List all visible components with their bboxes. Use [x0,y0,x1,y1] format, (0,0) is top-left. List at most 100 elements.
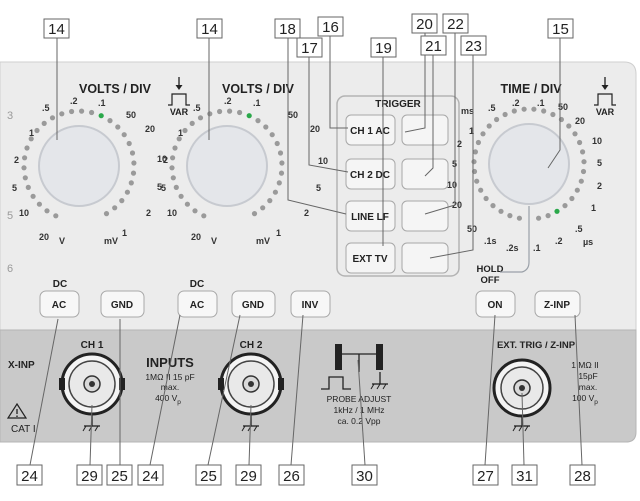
inv-button[interactable] [290,290,331,318]
time-div-tick: .2 [555,236,563,246]
volts-div-2-tick: 20 [310,124,320,134]
cat-label: CAT I [11,424,36,435]
svg-text:22: 22 [447,16,464,33]
ch2-ac-button[interactable] [177,290,218,318]
callout-29a: 29 [76,464,103,486]
ext-trig-spec-3: max. [579,382,597,392]
inputs-spec-2: max. [161,382,179,392]
scale-dot [22,175,28,181]
probe-adjust-freq: 1kHz / 1 MHz [333,405,384,415]
scale-dot [251,211,258,217]
var-label-1: VAR [170,107,189,117]
scale-dot [541,108,547,114]
hold-off-on-button[interactable] [475,290,516,318]
scale-dot [494,116,500,123]
time-div-tick: .1s [484,236,497,246]
ch2-bnc-connector[interactable] [218,352,284,416]
scale-dot [30,193,36,199]
svg-text:25: 25 [200,468,217,485]
scale-dot [277,150,284,156]
inputs-spec-3-sub: p [177,399,181,406]
scale-dot [521,106,527,112]
volts-div-2-tick: 2 [304,208,309,218]
scale-dot [69,108,75,115]
callout-19: 19 [370,37,397,58]
volts-div-2-tick: .2 [224,96,232,106]
scale-dot [545,213,551,219]
scale-dot [34,127,40,134]
scale-dot [131,160,137,166]
time-div-tick: 50 [467,224,477,234]
volts-div-2-dot-ring [169,108,285,219]
scale-dot [49,115,56,121]
time-div-tick: .1 [537,98,545,108]
indicator-led [246,113,252,119]
scale-dot [536,215,542,221]
callout-26: 26 [278,464,305,486]
scale-dot [274,140,280,147]
svg-text:24: 24 [142,468,159,485]
ch1-bnc-connector[interactable] [59,352,125,416]
trigger-group-frame [336,95,460,277]
scale-dot [59,111,65,117]
ext-trig-bnc-connector[interactable] [492,358,552,418]
scale-dot [237,109,243,116]
scale-dot [24,145,30,151]
ext-trig-ground-symbol [512,416,530,432]
volts-div-1-tick: 10 [19,208,29,218]
hold-off-label-2: OFF [481,275,500,286]
volts-div-1-tick: 2 [146,208,151,218]
ext-trig-label: EXT. TRIG / Z-INP [497,340,576,351]
volts-div-1-tick: .5 [42,103,50,113]
z-inp-button[interactable] [534,290,581,318]
callout-25b: 25 [195,464,222,486]
svg-text:29: 29 [240,468,257,485]
trigger-ch2-dc-label: CH 2 DC [350,170,390,181]
time-div-tick: .2s [506,243,519,253]
volts-div-2-knob[interactable] [186,125,268,207]
trigger-ext-tv-button[interactable] [345,242,396,274]
scale-dot [89,109,95,116]
ch2-gnd-button[interactable] [231,290,276,318]
volts-div-1-tick: .2 [70,96,78,106]
time-div-tick: .1 [533,243,541,253]
svg-text:24: 24 [21,468,38,485]
side-number-5: 5 [7,210,13,222]
z-inp-label: Z-INP [544,300,570,311]
volts-div-2-tick: 5 [316,183,321,193]
trigger-line-lf-label: LINE LF [351,212,389,223]
indicator-led [98,113,104,119]
scale-dot [475,139,481,146]
time-div-knob[interactable] [488,123,570,205]
time-div-tick: 1 [469,126,474,136]
callout-29b: 29 [235,464,262,486]
callout-16: 16 [317,16,344,37]
ch1-ac-label: AC [52,300,66,311]
volts-div-2-unit-mv: mV [256,236,270,246]
x-inp-label: X-INP [8,360,35,371]
svg-text:25: 25 [111,468,128,485]
scale-dot [128,180,134,186]
time-div-tick: 2 [457,139,462,149]
time-div-tick: 10 [447,180,457,190]
trigger-blank-button-2[interactable] [401,158,449,190]
side-number-6: 6 [7,263,13,275]
callout-20: 20 [411,13,438,34]
trigger-blank-button-3[interactable] [401,200,449,232]
svg-text:26: 26 [283,468,300,485]
callout-25a: 25 [106,464,133,486]
volts-div-1-title: VOLTS / DIV [79,82,152,96]
ch1-gnd-button[interactable] [100,290,145,318]
scale-dot [276,180,282,186]
callout-27: 27 [472,464,499,486]
svg-text:17: 17 [301,40,318,57]
scale-dot [197,115,204,121]
svg-text:29: 29 [81,468,98,485]
volts-div-1-knob[interactable] [38,125,120,207]
ch1-ac-button[interactable] [39,290,80,318]
callout-22: 22 [442,13,469,34]
volts-div-1-tick: 50 [126,110,136,120]
trigger-blank-button-4[interactable] [401,242,449,274]
svg-text:15: 15 [552,21,569,38]
time-div-tick: .2 [512,98,520,108]
